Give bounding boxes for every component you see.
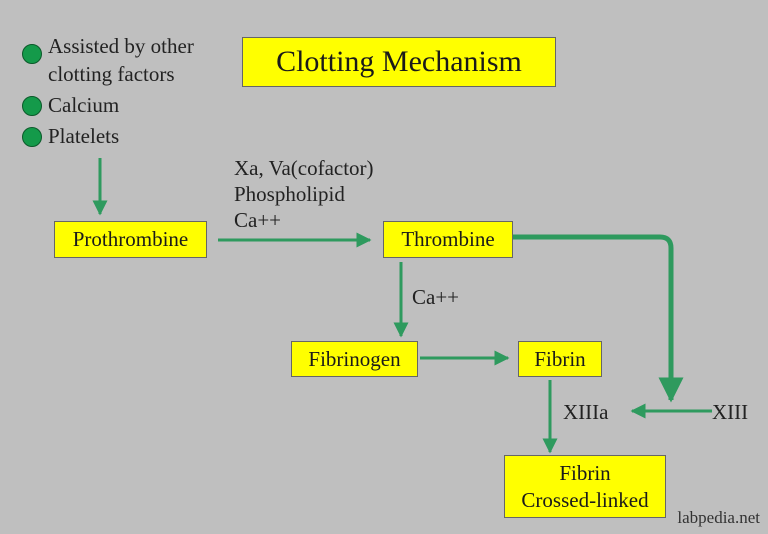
node-thrombine: Thrombine [383, 221, 513, 258]
bullet-line: Assisted by other [48, 34, 194, 58]
bullet-text-calcium: Calcium [48, 93, 120, 117]
xiii-label: XIII [712, 400, 749, 424]
cofactor-line: Ca++ [234, 208, 282, 232]
bullet-text-other-factors: Assisted by other clotting factors [48, 32, 194, 88]
cofactor-line: Phospholipid [234, 182, 345, 206]
node-line: Crossed-linked [521, 487, 649, 512]
node-line: Fibrin [559, 461, 611, 486]
watermark: labpedia.net [677, 508, 760, 527]
bullet-line: clotting factors [48, 62, 175, 86]
bullet-dot [22, 96, 42, 116]
arrow-thrombine-to-xiiia [513, 234, 684, 403]
node-fibrin: Fibrin [518, 341, 602, 377]
node-prothrombine: Prothrombine [54, 221, 207, 258]
bullet-text-platelets: Platelets [48, 124, 120, 148]
diagram-title: Clotting Mechanism [242, 37, 556, 87]
node-fibrinogen: Fibrinogen [291, 341, 418, 377]
node-fibrin-crosslinked: Fibrin Crossed-linked [504, 455, 666, 518]
cofactor-line: Xa, Va(cofactor) [234, 156, 374, 180]
xiiia-label: XIIIa [563, 400, 609, 424]
bullet-dot [22, 44, 42, 64]
thrombine-cofactor-label: Ca++ [412, 285, 460, 309]
cofactors-label: Xa, Va(cofactor) Phospholipid Ca++ [234, 155, 374, 233]
bullet-dot [22, 127, 42, 147]
